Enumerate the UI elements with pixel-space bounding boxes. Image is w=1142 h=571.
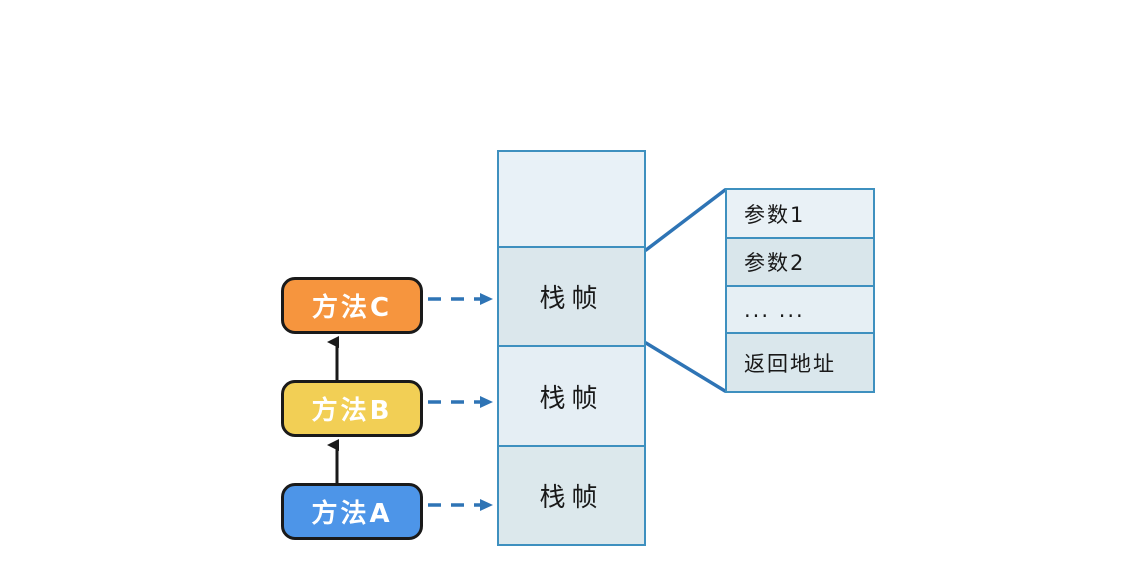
method-a-label: 方法A — [311, 499, 393, 529]
detail-row-ellipsis-label: ... ... — [744, 297, 805, 322]
stack-column: 栈帧 栈帧 栈帧 — [497, 150, 646, 546]
stack-frame-label: 栈帧 — [539, 383, 604, 414]
expand-line-top-icon — [644, 188, 727, 252]
method-box-b: 方法B — [281, 380, 423, 437]
detail-row-param1-label: 参数1 — [744, 202, 806, 227]
stack-frame-label: 栈帧 — [539, 284, 604, 314]
method-box-a: 方法A — [281, 483, 423, 540]
stack-cell-frame-b: 栈帧 — [499, 347, 644, 447]
method-c-label: 方法C — [311, 293, 393, 323]
detail-row-ellipsis: ... ... — [727, 287, 873, 334]
detail-row-param1: 参数1 — [727, 190, 873, 239]
detail-row-return-address: 返回地址 — [727, 334, 873, 391]
frame-detail-box: 参数1 参数2 ... ... 返回地址 — [725, 188, 875, 393]
expand-line-bottom-icon — [644, 341, 727, 393]
stack-cell-frame-c: 栈帧 — [499, 248, 644, 347]
stack-frame-label: 栈帧 — [539, 483, 604, 513]
detail-row-param2: 参数2 — [727, 239, 873, 287]
method-box-c: 方法C — [281, 277, 423, 334]
stack-cell-empty — [499, 152, 644, 248]
detail-row-return-address-label: 返回地址 — [744, 351, 836, 376]
stack-cell-frame-a: 栈帧 — [499, 447, 644, 544]
method-b-label: 方法B — [311, 396, 393, 426]
detail-row-param2-label: 参数2 — [744, 251, 806, 275]
